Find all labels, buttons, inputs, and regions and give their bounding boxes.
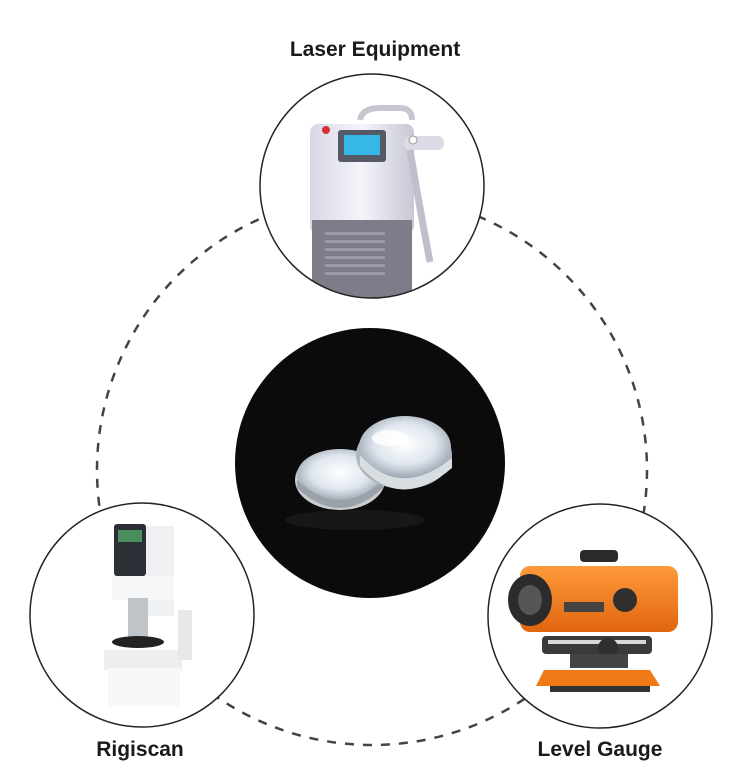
label-laser-equipment: Laser Equipment [289,38,461,61]
level-gauge-image [487,503,713,729]
rigiscan-image [29,502,255,728]
label-level-gauge: Level Gauge [537,738,663,761]
label-rigiscan: Rigiscan [96,738,184,761]
laser-equipment-image [259,73,485,299]
center-lens-image [235,328,505,598]
dashed-ring [95,193,649,747]
